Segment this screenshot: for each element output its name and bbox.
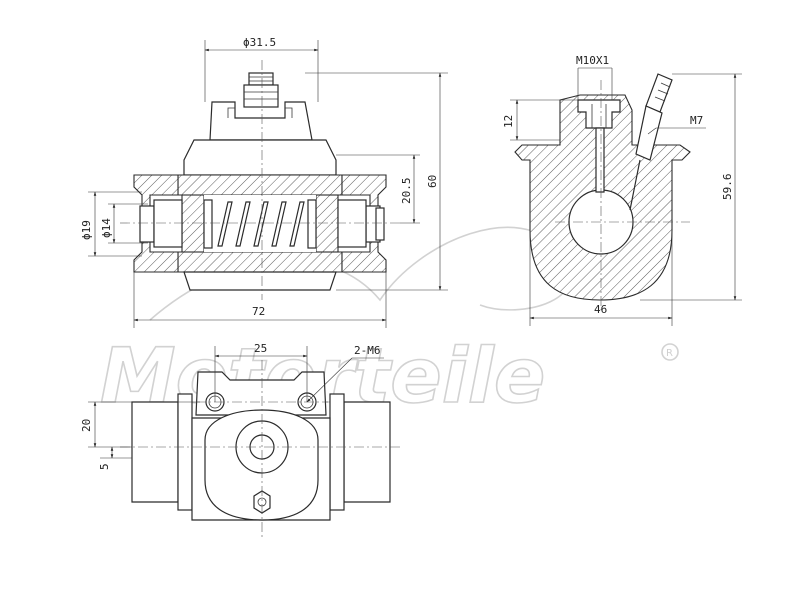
dim-bleeder-thread: M7 [690, 114, 703, 127]
dust-boot-right [341, 174, 387, 273]
dim-thread-top: M10X1 [576, 54, 609, 67]
dim-height-total: 60 [426, 175, 439, 188]
spring-cup-left [203, 199, 213, 249]
dim-diameter-19: ϕ19 [80, 220, 93, 240]
dust-boot-left [133, 174, 179, 273]
bottom-view: 25 2-M6 20 5 [80, 342, 400, 540]
dim-diameter-14: ϕ14 [100, 218, 113, 238]
dim-height-20: 20 [80, 419, 93, 432]
piston-left [139, 194, 205, 253]
cylinder-wall-bottom [177, 251, 343, 273]
dim-width: 46 [594, 303, 607, 316]
watermark-registered-letter: R [666, 348, 673, 359]
end-cap-right [343, 401, 391, 503]
upper-mount-block [209, 101, 313, 141]
dim-length: 72 [252, 305, 265, 318]
dim-hole-spacing: 25 [254, 342, 267, 355]
dim-height-59: 59.6 [721, 174, 734, 201]
section-view: ϕ31.5 60 20.5 ϕ19 ϕ14 72 [80, 36, 448, 328]
dim-bore-outer: ϕ31.5 [243, 36, 276, 49]
dim-height-12: 12 [502, 115, 515, 128]
cylinder-upper-body [183, 139, 337, 176]
bleeder-nipple [243, 72, 279, 108]
end-cap-left [131, 401, 179, 503]
dim-mount-holes: 2-M6 [354, 344, 381, 357]
inlet-port [577, 99, 621, 129]
cylinder-wall-top [177, 174, 343, 196]
side-view: M10X1 12 M7 59.6 46 [502, 54, 742, 326]
cylinder-lower-body [183, 271, 337, 291]
spring-cup-right [307, 199, 317, 249]
dim-height-upper: 20.5 [400, 178, 413, 205]
watermark-registered-mark [661, 343, 679, 361]
piston-right [315, 194, 385, 253]
dim-offset-5: 5 [98, 463, 111, 470]
return-spring [217, 201, 305, 247]
